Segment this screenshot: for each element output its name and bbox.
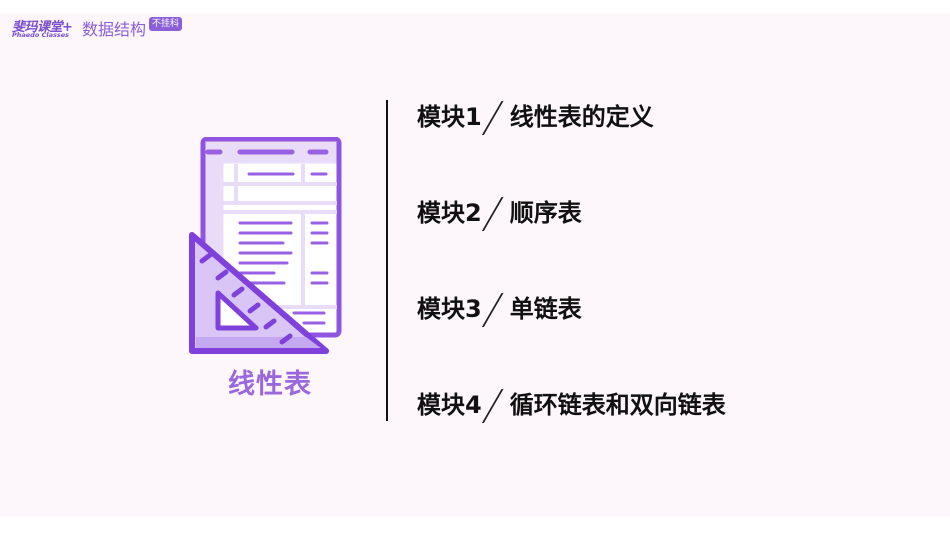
vertical-divider	[386, 100, 388, 421]
module-item: 模块4 循环链表和双向链表	[417, 384, 726, 423]
module-label: 模块1	[417, 102, 482, 131]
slash-separator	[481, 293, 504, 327]
slide: 斐玛课堂+ Phaedo Classes 数据结构 不挂科	[0, 14, 950, 517]
slash-separator	[481, 389, 504, 423]
course-name: 数据结构	[82, 20, 147, 39]
module-label: 模块4	[417, 390, 482, 419]
slash-separator	[481, 197, 504, 231]
module-item: 模块1 线性表的定义	[417, 96, 654, 135]
module-label: 模块3	[417, 294, 482, 323]
slash-separator	[481, 101, 504, 135]
course-badge: 不挂科	[149, 17, 183, 31]
brand-logo-text: 斐玛课堂+	[12, 20, 73, 35]
brand-subtitle: Phaedo Classes	[12, 31, 69, 39]
module-label: 模块2	[417, 198, 482, 227]
topic-title: 线性表	[228, 369, 312, 400]
module-item: 模块2 顺序表	[417, 192, 582, 231]
module-item: 模块3 单链表	[417, 288, 582, 327]
module-title: 线性表的定义	[509, 102, 654, 131]
document-with-set-square-icon	[186, 136, 346, 359]
module-title: 顺序表	[509, 198, 582, 227]
module-title: 循环链表和双向链表	[509, 390, 726, 419]
module-title: 单链表	[509, 294, 582, 323]
